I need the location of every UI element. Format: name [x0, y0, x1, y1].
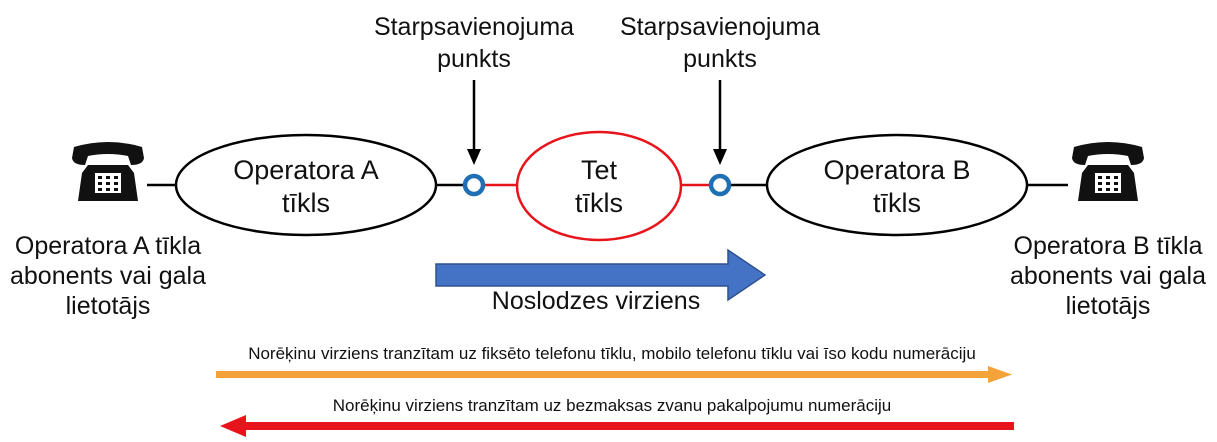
tet-network-label-line2: tīkls	[575, 188, 623, 218]
operator-a-network-label-line1: Operatora A	[233, 155, 379, 185]
load-direction-arrow	[435, 248, 767, 302]
subscriber-b-label-line1: Operatora B tīkla	[1014, 232, 1203, 260]
subscriber-a-label-line1: Operatora A tīkla	[15, 232, 201, 260]
interconnection-point-2	[708, 173, 732, 197]
pointer-arrow-2	[713, 80, 727, 165]
pointer-arrow-1	[467, 80, 481, 165]
interconnection-point-2-label-line2: punkts	[683, 45, 757, 73]
subscriber-a-label-line3: lietotājs	[66, 292, 151, 320]
telephone-icon	[72, 142, 144, 201]
operator-b-network-label-line2: tīkls	[873, 188, 921, 218]
operator-a-network-label-line2: tīkls	[282, 188, 330, 218]
load-direction-label: Noslodzes virziens	[492, 287, 700, 315]
interconnection-point-1-label-line1: Starpsavienojuma	[374, 13, 574, 41]
subscriber-b-label-line2: abonents vai gala	[1010, 262, 1206, 290]
interconnection-point-2-label-line1: Starpsavienojuma	[620, 13, 820, 41]
subscriber-b-label-line3: lietotājs	[1066, 292, 1151, 320]
settlement-forward-label: Norēķinu virziens tranzītam uz fiksēto t…	[248, 344, 976, 363]
settlement-forward-arrow	[216, 366, 1012, 383]
tet-network	[515, 130, 683, 242]
interconnection-point-1-label-line2: punkts	[437, 45, 511, 73]
operator-a-network	[174, 133, 438, 237]
telephone-icon	[1072, 142, 1144, 201]
subscriber-a-label-line2: abonents vai gala	[10, 262, 206, 290]
settlement-backward-arrow	[220, 415, 1014, 437]
operator-b-network-label-line1: Operatora B	[823, 155, 970, 185]
settlement-backward-label: Norēķinu virziens tranzītam uz bezmaksas…	[333, 396, 891, 415]
tet-network-label-line1: Tet	[581, 155, 618, 185]
interconnection-point-1	[462, 173, 486, 197]
operator-b-network	[765, 133, 1029, 237]
